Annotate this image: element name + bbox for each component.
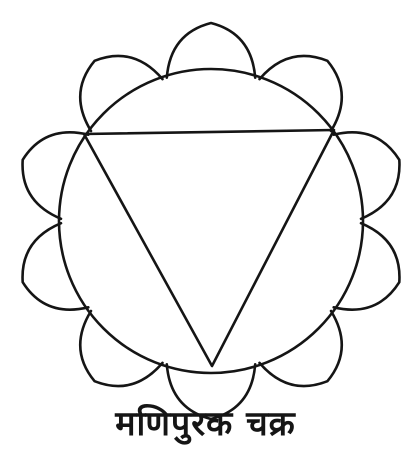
lotus-petals	[23, 23, 400, 419]
lotus-petal	[80, 311, 162, 386]
inverted-triangle	[84, 130, 334, 366]
lotus-petal	[260, 311, 342, 386]
chakra-circle	[59, 69, 363, 373]
diagram-caption: मणिपुरक चक्र	[0, 404, 411, 444]
lotus-petal	[80, 56, 162, 131]
lotus-petal	[260, 56, 342, 131]
